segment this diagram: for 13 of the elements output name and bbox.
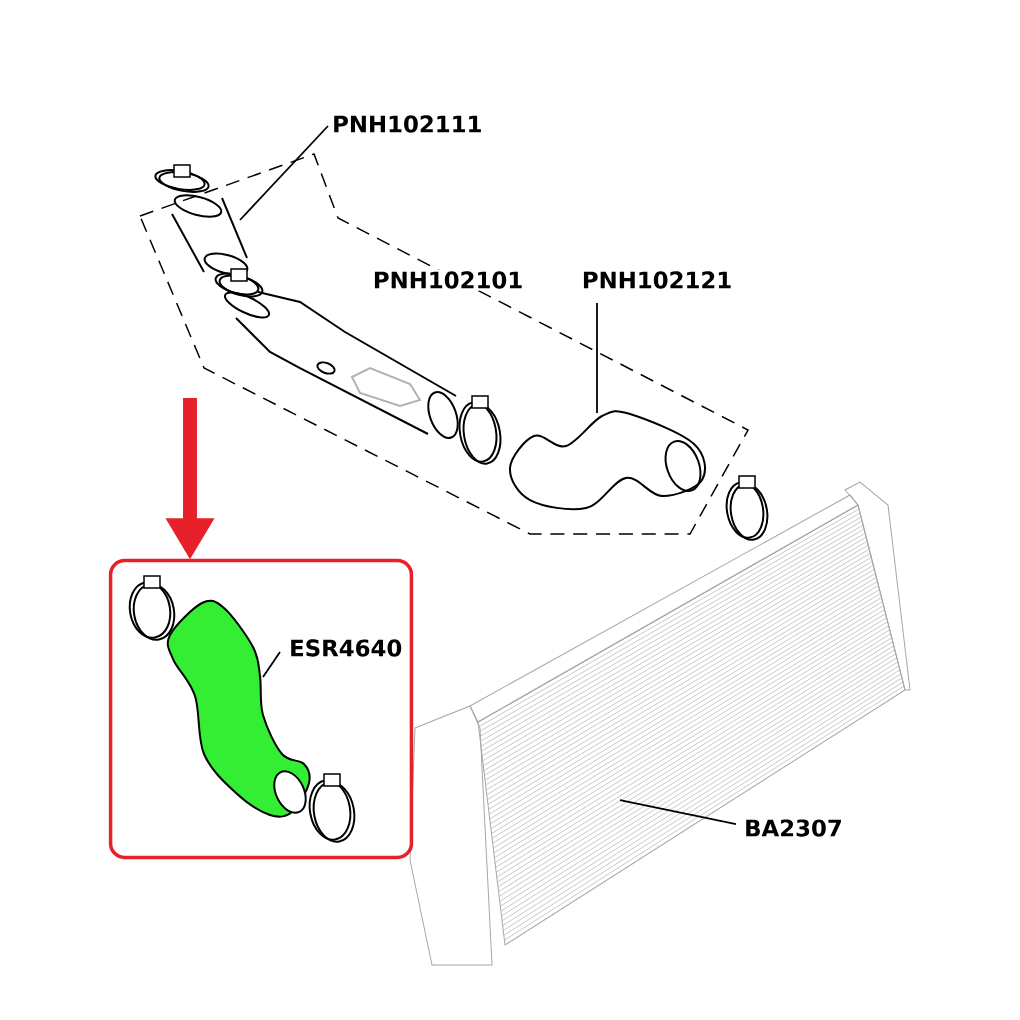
part-number: BA2307 [742, 817, 845, 839]
part-number: PNH102101 [371, 269, 525, 291]
highlight-frame [108, 558, 414, 860]
hose-drawing [224, 291, 706, 511]
leader-line [596, 302, 598, 414]
leader-line [262, 651, 281, 678]
part-number: PNH102121 [580, 269, 734, 291]
part-number: PNH102111 [330, 113, 485, 135]
leader-line [619, 799, 737, 825]
intercooler-drawing [409, 475, 911, 966]
leader-line [239, 125, 329, 221]
part-number: ESR4640 [287, 637, 405, 659]
hose-drawing [154, 164, 264, 298]
